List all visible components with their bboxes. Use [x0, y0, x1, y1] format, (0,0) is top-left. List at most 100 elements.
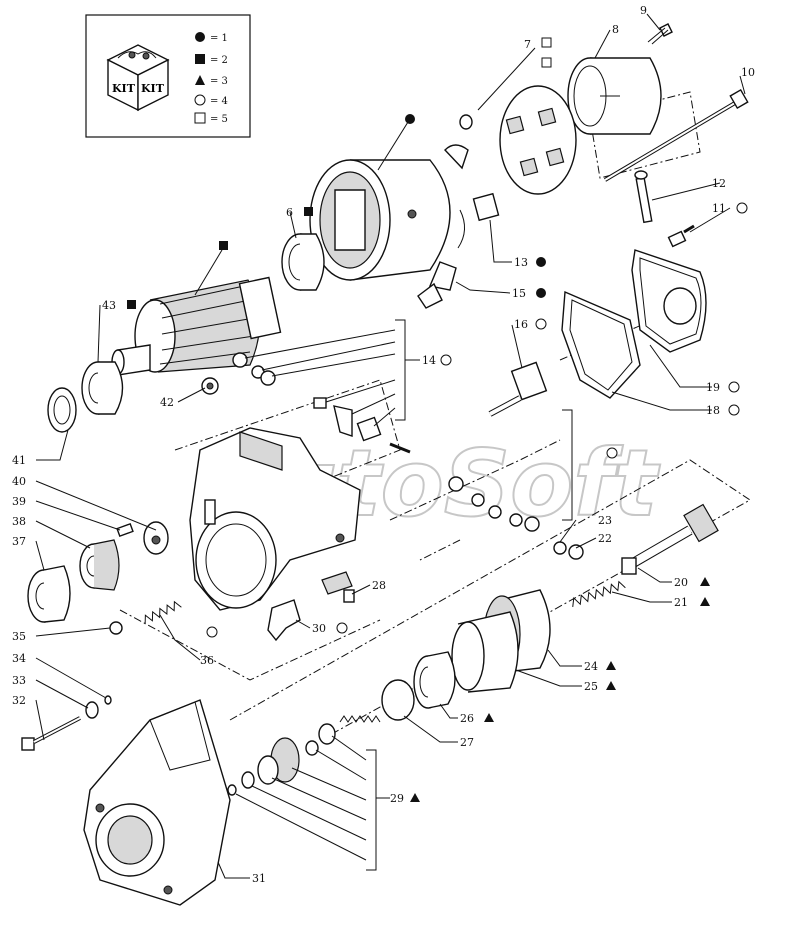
legend-item-5: = 5 [210, 114, 228, 125]
callout-33: 33 [12, 674, 26, 687]
callout-37: 37 [12, 535, 26, 548]
callout-16-circle-open-icon [535, 318, 547, 330]
callout-20: 20 [674, 576, 688, 589]
legend-square-open-icon [194, 112, 206, 124]
callout-30-circle-open-icon [336, 622, 348, 634]
callout-7: 7 [524, 38, 531, 51]
callout-12: 12 [712, 177, 726, 190]
part-27-disc [381, 679, 415, 721]
part-43-bearing [81, 361, 124, 415]
callout-38: 38 [12, 515, 26, 528]
callout-20-triangle-filled-icon [700, 577, 710, 586]
part-42-nut [201, 377, 219, 395]
callout-23: 23 [598, 514, 612, 527]
legend-circle-open-icon [194, 94, 206, 106]
callout-40: 40 [12, 475, 26, 488]
part-11-screw [667, 224, 695, 248]
legend-item-1: = 1 [210, 33, 228, 44]
callout-43: 43 [102, 299, 116, 312]
callout-29-triangle-filled-icon [410, 793, 420, 802]
callout-26: 26 [460, 712, 474, 725]
callout-24-triangle-filled-icon [606, 661, 616, 670]
callout-36: 36 [200, 654, 214, 667]
callout-19-circle-open-icon [728, 381, 740, 393]
armature [111, 276, 282, 376]
callout-25-triangle-filled-icon [606, 681, 616, 690]
part-26-bearing [413, 651, 456, 709]
callout-34: 34 [12, 652, 26, 665]
part-36-spring [144, 600, 182, 625]
part-20-pinion-shaft [621, 503, 719, 575]
legend: KIT KIT = 1 = 2 = 3 = 4 = 5 [85, 14, 251, 138]
legend-circle-filled-icon [195, 32, 205, 42]
callout-29: 29 [390, 792, 404, 805]
part-16-plunger [488, 361, 548, 417]
parts-28-30-clips [267, 571, 355, 642]
callout-6-square-filled-icon [304, 207, 313, 216]
legend-item-3: = 3 [210, 76, 228, 87]
parts-33-35-small [85, 621, 123, 719]
callout-11-circle-open-icon [736, 202, 748, 214]
part-19-cover [631, 249, 707, 353]
part-18-gasket [561, 290, 641, 399]
callout-10: 10 [741, 66, 755, 79]
part-6-bearing [281, 233, 325, 291]
callout-19: 19 [706, 381, 720, 394]
callout-30: 30 [312, 622, 326, 635]
callout-13: 13 [514, 256, 528, 269]
legend-square-filled-icon [195, 54, 205, 64]
legend-item-2: = 2 [210, 55, 228, 66]
callout-43-square-filled-icon [127, 300, 136, 309]
part-22-23-nuts [553, 541, 584, 560]
part-9-screw [647, 23, 673, 45]
part-10-through-bolt [603, 88, 749, 182]
kit-box-icon: KIT KIT [106, 44, 170, 112]
legend-item-4: = 4 [210, 96, 228, 107]
callout-8: 8 [612, 23, 619, 36]
spring-36-circle-open-icon [206, 626, 218, 638]
field-housing [309, 144, 500, 309]
callout-24: 24 [584, 660, 598, 673]
callout-22: 22 [598, 532, 612, 545]
brush-plate-square-open-icon [541, 57, 552, 68]
legend-triangle-filled-icon [195, 75, 205, 85]
part-12-pin [634, 170, 653, 224]
kit-label-right: KIT [141, 82, 165, 95]
part-14-terminal-group [232, 352, 411, 454]
part-25-ring [451, 611, 519, 693]
part-29-group [227, 715, 381, 796]
callout-21-triangle-filled-icon [700, 597, 710, 606]
callout-14: 14 [422, 354, 436, 367]
callout-13-circle-filled-icon [536, 257, 546, 267]
callout-25: 25 [584, 680, 598, 693]
callout-14-circle-open-icon [440, 354, 452, 366]
callout-27: 27 [460, 736, 474, 749]
terminal-group-circle-open-icon [606, 447, 618, 459]
callout-32: 32 [12, 694, 26, 707]
part-32-bolt [21, 716, 81, 751]
callout-11: 11 [712, 202, 726, 215]
terminal-hardware [448, 476, 540, 532]
part-31-drive-end-housing [83, 699, 231, 906]
drive-housing-body [189, 427, 361, 611]
callout-41: 41 [12, 454, 26, 467]
callout-labels: 7 8 9 10 11 12 13 14 15 16 18 19 20 21 2… [12, 4, 755, 885]
callout-28: 28 [372, 579, 386, 592]
part-8-end-cap [567, 57, 662, 135]
callout-39: 39 [12, 495, 26, 508]
callout-7-square-open-icon [541, 37, 552, 48]
callout-18-circle-open-icon [728, 404, 740, 416]
armature-square-filled-icon [219, 241, 228, 250]
leader-lines [35, 13, 746, 879]
callout-16: 16 [514, 318, 528, 331]
parts-37-40-gears [27, 521, 169, 623]
part-7-brush-plate [459, 85, 577, 195]
callout-26-triangle-filled-icon [484, 713, 494, 722]
callout-35: 35 [12, 630, 26, 643]
callout-15: 15 [512, 287, 526, 300]
callout-18: 18 [706, 404, 720, 417]
callout-42: 42 [160, 396, 174, 409]
callout-15-circle-filled-icon [536, 288, 546, 298]
